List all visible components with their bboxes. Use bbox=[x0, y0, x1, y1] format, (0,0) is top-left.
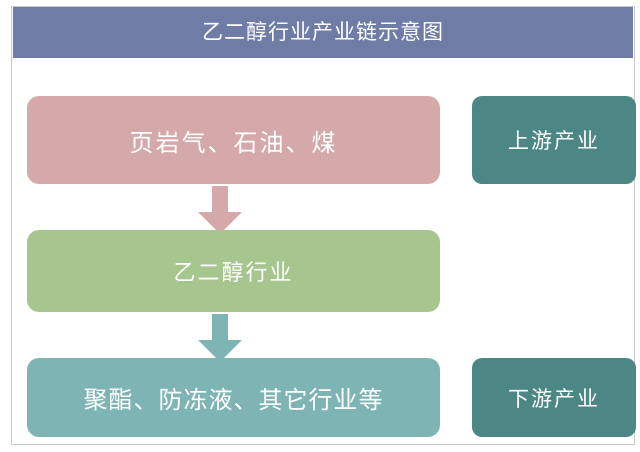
arrow-down-icon bbox=[198, 314, 242, 362]
arrow-down-icon bbox=[198, 186, 242, 234]
tier-label-downstream[interactable]: 下游产业 bbox=[472, 358, 636, 437]
node-upstream-source[interactable]: 页岩气、石油、煤 bbox=[27, 96, 440, 184]
tier-label-downstream-text: 下游产业 bbox=[508, 387, 600, 411]
tier-label-upstream[interactable]: 上游产业 bbox=[472, 96, 636, 184]
node-downstream-applications[interactable]: 聚酯、防冻液、其它行业等 bbox=[27, 358, 440, 437]
connector-core-to-downstream bbox=[198, 314, 242, 362]
tier-label-upstream-text: 上游产业 bbox=[508, 130, 600, 153]
node-downstream-applications-label: 聚酯、防冻液、其它行业等 bbox=[83, 387, 384, 414]
node-upstream-source-label: 页岩气、石油、煤 bbox=[129, 129, 338, 157]
node-core-industry[interactable]: 乙二醇行业 bbox=[27, 230, 440, 312]
connector-source-to-core bbox=[198, 186, 242, 234]
diagram-title-bar: 乙二醇行业产业链示意图 bbox=[13, 7, 633, 58]
node-core-industry-label: 乙二醇行业 bbox=[173, 260, 294, 285]
page-title: 乙二醇行业产业链示意图 bbox=[202, 21, 444, 44]
